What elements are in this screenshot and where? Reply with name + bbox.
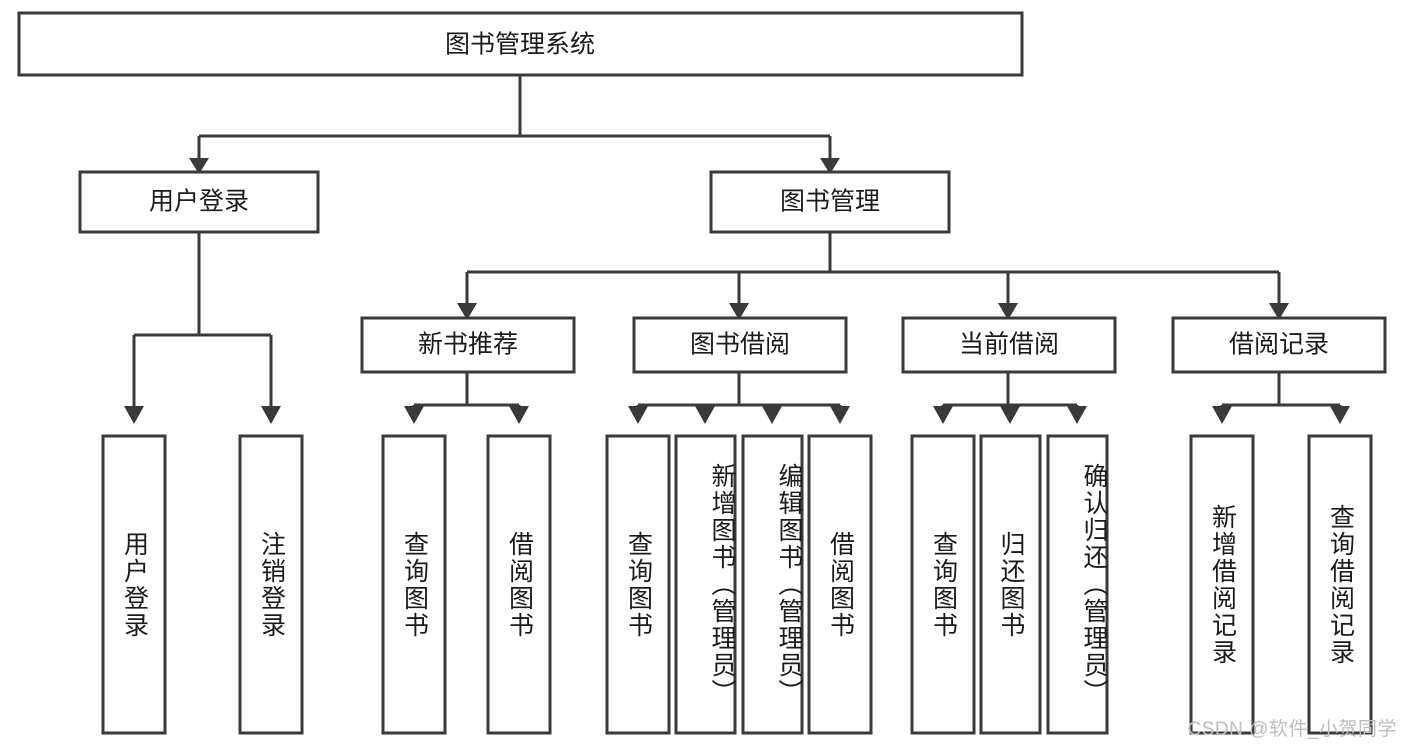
leaf-borrow-book-2-label: 借阅图书 (826, 530, 855, 639)
node-new-book-recommend-label: 新书推荐 (418, 331, 518, 359)
arrowhead-book-borrow (729, 303, 749, 320)
leaf-add-book-box[interactable] (674, 434, 737, 735)
leaf-return-book-label: 归还图书 (997, 530, 1025, 639)
leaf-query-book-3-label-slot: 查询图书 (912, 436, 974, 733)
leaf-query-book-2-label: 查询图书 (624, 530, 653, 639)
leaf-add-record-label: 新增借阅记录 (1208, 503, 1237, 666)
arrowhead-new-book-recommend (457, 303, 477, 320)
leaf-add-record-box[interactable] (1189, 434, 1255, 735)
arrowhead-current-borrow (998, 303, 1018, 320)
leaf-query-book-2-label-slot: 查询图书 (607, 436, 669, 733)
leaf-user-login-label: 用户登录 (120, 530, 149, 639)
node-user-login-label: 用户登录 (149, 188, 249, 216)
leaf-return-book-box[interactable] (979, 434, 1042, 735)
leaf-borrow-book-1-label-slot: 借阅图书 (488, 436, 550, 733)
arrowhead-leaf-user-login (124, 406, 144, 424)
leaf-confirm-return-label-slot: 确认归还（管理员） (1048, 440, 1108, 729)
leaf-user-login-box[interactable] (101, 434, 167, 735)
node-book-management-box[interactable] (709, 170, 951, 234)
leaf-logout-box[interactable] (238, 434, 304, 735)
leaf-query-book-3-label: 查询图书 (929, 530, 958, 639)
leaf-confirm-return-box[interactable] (1046, 434, 1109, 735)
node-layer: 图书管理系统 用户登录 图书管理 新书推荐 图书借阅 当前借阅 借阅记录 (17, 11, 1387, 735)
arrowhead-leaf-add-book (695, 406, 715, 424)
leaf-add-record-label-slot: 新增借阅记录 (1191, 436, 1253, 733)
leaf-borrow-book-2-box[interactable] (807, 434, 873, 735)
node-book-management-label: 图书管理 (780, 188, 880, 216)
arrowhead-leaf-logout (261, 406, 281, 424)
leaf-query-record-label: 查询借阅记录 (1326, 503, 1355, 666)
leaf-edit-book-box[interactable] (741, 434, 804, 735)
arrowhead-leaf-borrow-book-1 (509, 406, 529, 424)
leaf-query-record-box[interactable] (1307, 434, 1373, 735)
node-current-borrow-label: 当前借阅 (959, 331, 1059, 359)
leaf-confirm-return-label: 确认归还（管理员） (1080, 463, 1108, 706)
arrowhead-borrow-record (1269, 303, 1289, 320)
leaf-query-book-3-box[interactable] (910, 434, 976, 735)
leaf-edit-book-label-slot: 编辑图书（管理员） (743, 440, 803, 729)
leaf-return-book-label-slot: 归还图书 (981, 436, 1040, 733)
node-book-borrow-label: 图书借阅 (690, 331, 790, 359)
leaf-logout-label-slot: 注销登录 (240, 436, 302, 733)
arrowhead-leaf-return-book (1000, 406, 1020, 424)
node-user-login-box[interactable] (78, 170, 320, 234)
arrowhead-leaf-query-book-2 (628, 406, 648, 424)
node-current-borrow-box[interactable] (901, 316, 1117, 374)
leaf-query-book-1-box[interactable] (381, 434, 447, 735)
connector-layer (124, 75, 1350, 424)
leaf-query-book-2-box[interactable] (605, 434, 671, 735)
arrowhead-book-management (820, 158, 840, 174)
leaf-logout-label: 注销登录 (257, 530, 286, 639)
arrowhead-leaf-add-record (1212, 406, 1232, 424)
arrowhead-leaf-borrow-book-2 (830, 406, 850, 424)
leaf-borrow-book-1-box[interactable] (486, 434, 552, 735)
node-book-borrow-box[interactable] (632, 316, 848, 374)
node-root-box[interactable] (17, 11, 1024, 77)
arrowhead-leaf-query-book-1 (404, 406, 424, 424)
leaf-borrow-book-2-label-slot: 借阅图书 (809, 436, 871, 733)
leaf-borrow-book-1-label: 借阅图书 (505, 530, 534, 639)
leaf-add-book-label-slot: 新增图书（管理员） (676, 440, 736, 729)
arrowhead-leaf-edit-book (762, 406, 782, 424)
leaf-query-book-1-label-slot: 查询图书 (383, 436, 445, 733)
leaf-query-book-1-label: 查询图书 (400, 530, 429, 639)
leaf-add-book-label: 新增图书（管理员） (708, 463, 736, 706)
leaf-edit-book-label: 编辑图书（管理员） (775, 463, 803, 706)
node-new-book-recommend-box[interactable] (360, 316, 576, 374)
leaf-query-record-label-slot: 查询借阅记录 (1309, 436, 1371, 733)
leaf-user-login-label-slot: 用户登录 (103, 436, 165, 733)
node-root-label: 图书管理系统 (445, 31, 595, 59)
arrowhead-leaf-confirm-return (1067, 406, 1087, 424)
arrowhead-leaf-query-book-3 (933, 406, 953, 424)
node-borrow-record-label: 借阅记录 (1229, 331, 1329, 359)
arrowhead-user-login (189, 158, 209, 174)
node-borrow-record-box[interactable] (1171, 316, 1387, 374)
arrowhead-leaf-query-record (1330, 406, 1350, 424)
